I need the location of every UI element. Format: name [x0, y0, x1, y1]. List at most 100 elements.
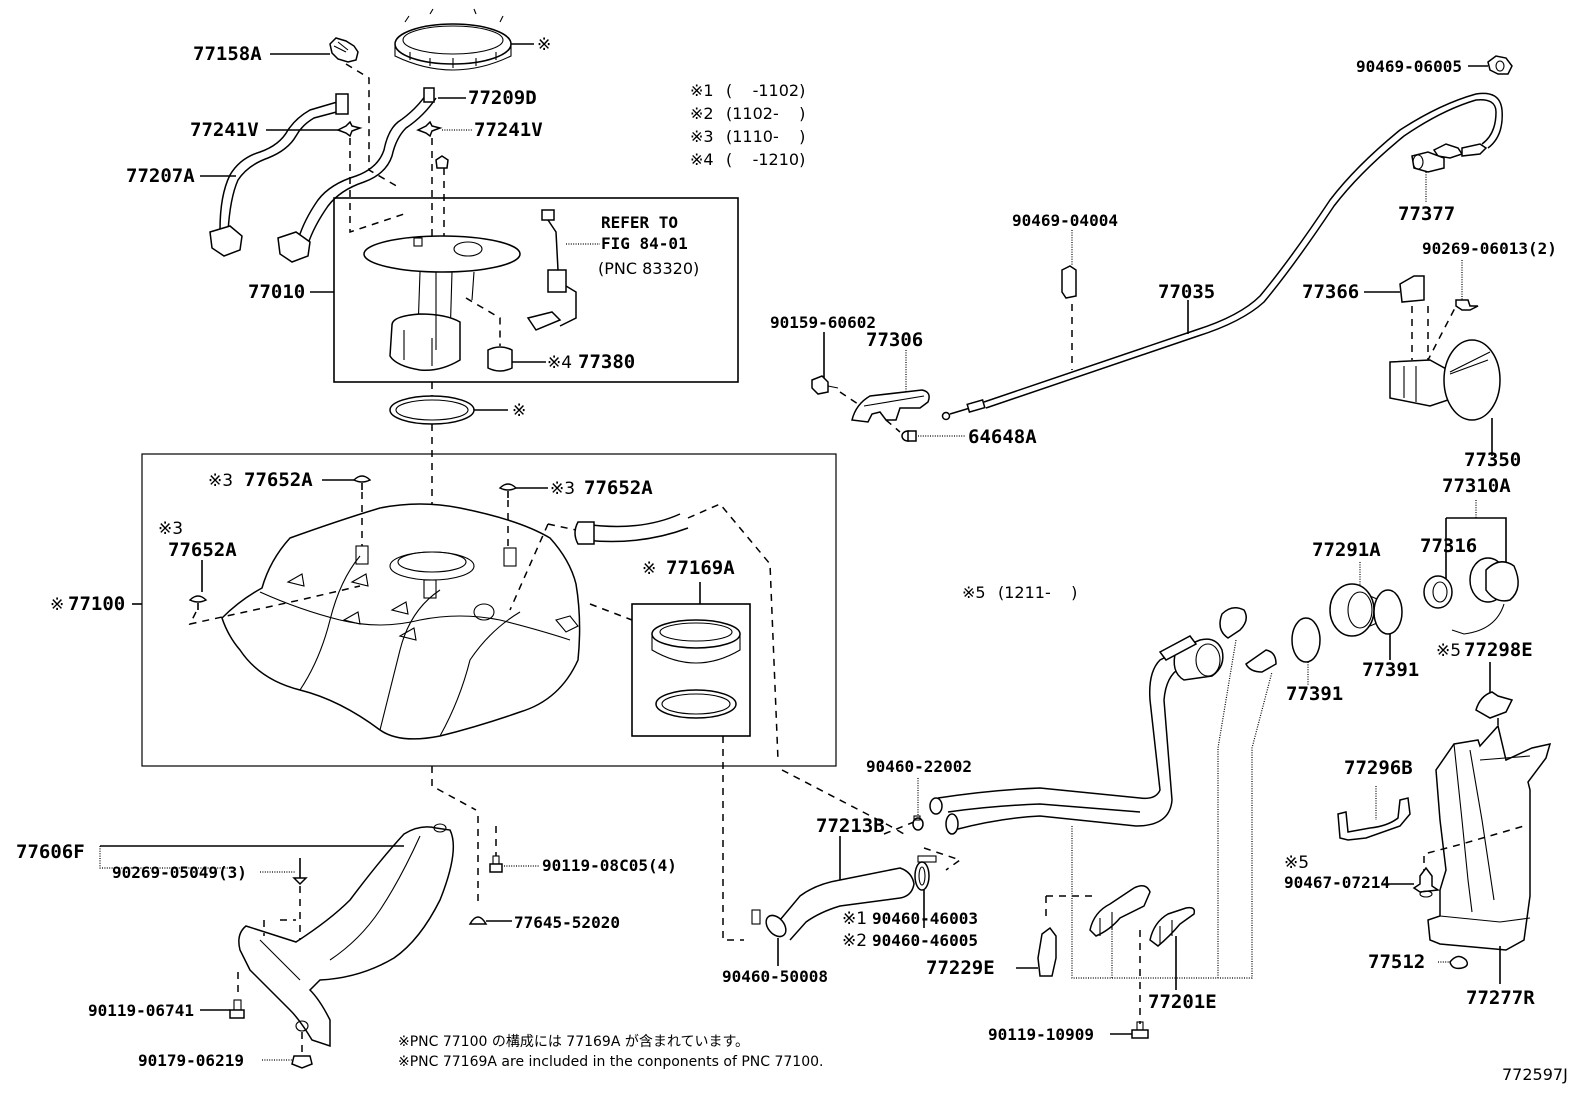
- label-90269-06013[interactable]: 90269-06013(2): [1422, 239, 1557, 258]
- part-77207A-hose[interactable]: [209, 93, 349, 257]
- part-77512-clip[interactable]: [1449, 955, 1469, 970]
- label-77298E[interactable]: 77298E: [1464, 639, 1533, 661]
- label-90119-08C05[interactable]: 90119-08C05(4): [542, 856, 677, 875]
- part-64648A-bushing[interactable]: [901, 430, 917, 442]
- part-90119-06741-bolt[interactable]: [229, 999, 245, 1019]
- label-90469-06005[interactable]: 90469-06005: [1356, 57, 1462, 76]
- part-77201E-filler-pipe[interactable]: [929, 635, 1224, 835]
- label-77380[interactable]: 77380: [578, 351, 635, 373]
- label-77291A[interactable]: 77291A: [1312, 539, 1381, 561]
- part-90119-08C05-bolt[interactable]: [489, 855, 503, 873]
- part-77201E-clamp-b[interactable]: [1149, 906, 1196, 947]
- label-77606F[interactable]: 77606F: [16, 841, 85, 863]
- label-77391-right[interactable]: 77391: [1362, 659, 1419, 681]
- part-77380-filter[interactable]: [487, 346, 513, 372]
- label-77306[interactable]: 77306: [866, 329, 923, 351]
- label-90460-50008[interactable]: 90460-50008: [722, 967, 828, 986]
- part-77391-gasket-right[interactable]: [1373, 589, 1403, 635]
- part-77366-hinge-bracket[interactable]: [1399, 275, 1425, 303]
- label-77241V-right[interactable]: 77241V: [474, 119, 543, 141]
- label-77377[interactable]: 77377: [1398, 203, 1455, 225]
- label-77652A-a[interactable]: 77652A: [244, 469, 313, 491]
- part-90179-06219-nut[interactable]: [291, 1055, 313, 1069]
- part-filler-clip-a[interactable]: [1219, 607, 1247, 639]
- label-90119-06741[interactable]: 90119-06741: [88, 1001, 194, 1020]
- part-77350-fuel-lid[interactable]: [1389, 339, 1501, 421]
- part-77296B-bracket[interactable]: [1337, 797, 1411, 841]
- label-77652A-c[interactable]: 77652A: [168, 539, 237, 561]
- label-90460-46003[interactable]: 90460-46003: [872, 909, 978, 928]
- part-77201E-clamp-a[interactable]: [1089, 885, 1151, 937]
- label-77316[interactable]: 77316: [1420, 535, 1477, 557]
- label-77213B[interactable]: 77213B: [816, 815, 885, 837]
- part-90269-06013-rivet[interactable]: [1455, 299, 1479, 311]
- part-77241V-clip-left[interactable]: [336, 120, 363, 138]
- label-77350[interactable]: 77350: [1464, 449, 1521, 471]
- part-filler-clip-b[interactable]: [1245, 649, 1277, 673]
- part-77169A-lock-ring[interactable]: [651, 619, 741, 664]
- part-77209D-hose[interactable]: [277, 87, 437, 263]
- label-64648A[interactable]: 64648A: [968, 426, 1037, 448]
- part-77298E-bracket[interactable]: [1475, 691, 1514, 719]
- part-77652A-cap-a[interactable]: [352, 475, 372, 490]
- part-77391-gasket-left[interactable]: [1291, 617, 1321, 663]
- part-77241V-clip-right[interactable]: [416, 120, 443, 138]
- part-77229E-clip[interactable]: [1037, 926, 1057, 977]
- label-90460-46005[interactable]: 90460-46005: [872, 931, 978, 950]
- label-77512[interactable]: 77512: [1368, 951, 1425, 973]
- label-90467-07214[interactable]: 90467-07214: [1284, 873, 1390, 892]
- part-90460-50008-clamp[interactable]: [751, 909, 790, 940]
- label-90469-04004[interactable]: 90469-04004: [1012, 211, 1118, 230]
- part-90269-05049-rivet[interactable]: [292, 858, 308, 886]
- part-77035-cable[interactable]: [941, 92, 1503, 421]
- part-77377-clip[interactable]: [1411, 151, 1445, 173]
- part-90460-46003-clamp[interactable]: [914, 855, 937, 891]
- label-77366[interactable]: 77366: [1302, 281, 1359, 303]
- part-lock-ring-top[interactable]: [394, 8, 512, 71]
- label-90269-05049[interactable]: 90269-05049(3): [112, 863, 247, 882]
- part-90467-07214-clip[interactable]: [1412, 866, 1441, 898]
- label-77277R[interactable]: 77277R: [1466, 987, 1535, 1009]
- label-77229E[interactable]: 77229E: [926, 957, 995, 979]
- label-77652A-b[interactable]: 77652A: [584, 477, 653, 499]
- part-90469-04004-clamp[interactable]: [1061, 265, 1077, 299]
- label-90159-60602[interactable]: 90159-60602: [770, 313, 876, 332]
- label-77310A[interactable]: 77310A: [1442, 475, 1511, 497]
- label-77201E[interactable]: 77201E: [1148, 991, 1217, 1013]
- label-90179-06219[interactable]: 90179-06219: [138, 1051, 244, 1070]
- part-77652A-cap-c[interactable]: [188, 595, 208, 610]
- label-77391-left[interactable]: 77391: [1286, 683, 1343, 705]
- part-90469-06005-clip[interactable]: [1487, 55, 1513, 75]
- part-90159-60602-screw[interactable]: [811, 375, 839, 395]
- label-77241V-left[interactable]: 77241V: [190, 119, 259, 141]
- label-77209D[interactable]: 77209D: [468, 87, 537, 109]
- label-77035[interactable]: 77035: [1158, 281, 1215, 303]
- part-77277R-filler-protector[interactable]: [1427, 724, 1552, 951]
- part-77158A-connector[interactable]: [329, 37, 359, 63]
- label-90119-10909[interactable]: 90119-10909: [988, 1025, 1094, 1044]
- part-77306-lid-opener[interactable]: [851, 389, 930, 423]
- part-77316-filler-neck-ring[interactable]: [1423, 575, 1453, 609]
- part-90119-10909-bolt[interactable]: [1131, 1021, 1149, 1039]
- part-grommet[interactable]: [435, 155, 449, 169]
- part-90460-22002-clamp[interactable]: [912, 815, 924, 831]
- label-77645-52020[interactable]: 77645-52020: [514, 913, 620, 932]
- label-77207A[interactable]: 77207A: [126, 165, 195, 187]
- label-77169A[interactable]: 77169A: [666, 557, 735, 579]
- part-tank-vent-hose[interactable]: [574, 513, 689, 545]
- label-77100[interactable]: 77100: [68, 593, 125, 615]
- refer-line2[interactable]: FIG 84-01: [601, 234, 688, 253]
- part-77010-fuel-pump[interactable]: [363, 235, 521, 372]
- part-pump-gasket[interactable]: [389, 395, 475, 425]
- part-77169A-gasket[interactable]: [655, 689, 737, 719]
- label-77010[interactable]: 77010: [248, 281, 305, 303]
- part-77300-fuel-cap[interactable]: [1451, 557, 1519, 635]
- part-77652A-cap-b[interactable]: [498, 483, 518, 498]
- part-77645-52020-clip[interactable]: [468, 916, 488, 925]
- label-77296B[interactable]: 77296B: [1344, 757, 1413, 779]
- part-77213B-hose[interactable]: [779, 867, 915, 941]
- label-77158A[interactable]: 77158A: [193, 43, 262, 65]
- part-77606F-protector[interactable]: [238, 823, 455, 1048]
- part-fuel-sender-gauge[interactable]: [526, 209, 577, 331]
- label-90460-22002[interactable]: 90460-22002: [866, 757, 972, 776]
